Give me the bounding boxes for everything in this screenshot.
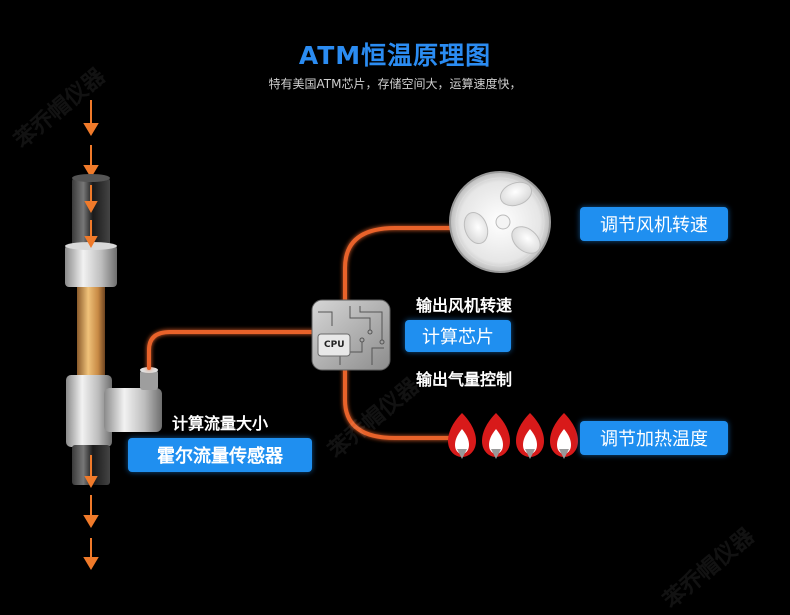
flame-icon: [482, 413, 510, 459]
gas-output-label: 输出气量控制: [416, 370, 513, 389]
sensor-box: 霍尔流量传感器: [128, 438, 312, 472]
fan-output-label: 输出风机转速: [416, 296, 513, 315]
sensor-caption: 计算流量大小: [172, 414, 269, 433]
flame-icon: [448, 413, 476, 459]
flame-icon: [550, 413, 578, 459]
flow-arrow-icon: [83, 495, 99, 570]
page-title: ATM恒温原理图: [298, 41, 492, 70]
chip-box: 计算芯片: [405, 320, 511, 352]
page-subtitle: 特有美国ATM芯片，存储空间大，运算速度快，: [268, 77, 522, 91]
cpu-chip-icon: [311, 299, 391, 371]
flame-icons: [448, 413, 578, 459]
heater-temp-box: 调节加热温度: [580, 421, 728, 455]
flame-icon: [516, 413, 544, 459]
flow-arrow-icon: [84, 185, 98, 489]
cpu-label: CPU: [324, 340, 345, 350]
flow-arrow-icon: [83, 100, 99, 178]
signal-wires: [147, 226, 454, 440]
fan-speed-box: 调节风机转速: [580, 207, 728, 241]
fan-icon: [449, 171, 551, 273]
